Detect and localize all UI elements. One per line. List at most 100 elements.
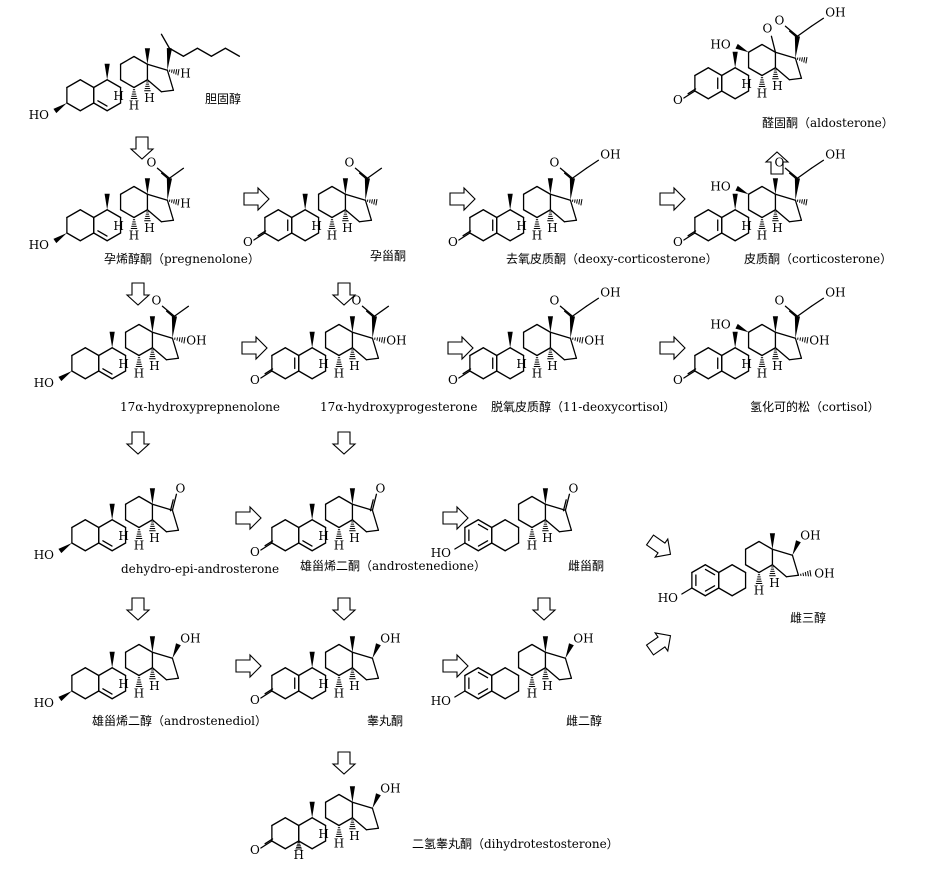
ring-a <box>694 209 723 242</box>
c21-hydroxyl: OH <box>825 5 845 19</box>
ring-b-bond <box>496 347 511 357</box>
c3-ketone-oxygen: O <box>673 235 683 249</box>
ring-d-bond <box>788 219 803 223</box>
ring-d-bond <box>371 337 380 359</box>
ring-b-double-bond-inner <box>97 230 108 237</box>
compound-label-deoxycorticosterone: 去氧皮质酮（deoxy-corticosterone） <box>506 252 718 266</box>
hash-stroke <box>373 199 376 205</box>
ring-c-bond <box>133 209 149 219</box>
c17-ketone-oxygen: O <box>569 481 579 495</box>
ring-d-bond <box>160 89 175 93</box>
reaction-arrow-right <box>659 335 686 361</box>
ring-a <box>71 347 100 380</box>
ring-b-double-bond <box>98 370 113 380</box>
ring-c-bond <box>744 540 760 550</box>
ring-b-bond <box>298 667 313 677</box>
ring-a-bond <box>482 347 498 357</box>
hash-stroke <box>799 199 801 203</box>
c3-hydroxyl: HO <box>431 694 451 708</box>
ring-b-bond <box>298 817 313 827</box>
c17-c20-bond <box>171 316 178 339</box>
ring-d <box>549 193 578 223</box>
ring-a <box>66 79 95 112</box>
ring-a-bond <box>271 542 286 552</box>
h17-label: H <box>180 196 190 210</box>
ring-a-bond <box>84 667 100 677</box>
h9-label: H <box>118 529 128 543</box>
ring-c-bond <box>324 667 340 677</box>
h14-label: H <box>542 531 552 545</box>
ring-d-bond <box>344 209 361 223</box>
side-chain-bond <box>224 47 241 57</box>
ring-c-bond <box>747 323 763 333</box>
h9-label: H <box>741 219 751 233</box>
ring-c <box>324 323 354 357</box>
ring-b-bond <box>509 232 525 242</box>
reaction-arrow-down <box>331 751 357 775</box>
c16-hydroxyl: OH <box>814 566 834 580</box>
ring-d-bond <box>785 574 800 578</box>
ring-c-bond <box>331 209 347 219</box>
ring-a-bond <box>464 542 479 552</box>
c18-methyl <box>149 316 156 333</box>
ring-d-bond <box>564 509 573 531</box>
h17-bond <box>168 199 180 206</box>
c11-hydroxyl: HO <box>710 179 730 193</box>
c3-ketone-oxygen: O <box>448 373 458 387</box>
ring-a-bond <box>71 519 86 529</box>
ring-d <box>351 801 380 831</box>
c20-c21-bond <box>571 305 588 317</box>
ring-c <box>747 323 777 357</box>
c3-ketone-oxygen: O <box>250 373 260 387</box>
ring-a-bond <box>284 542 300 552</box>
c3-hydroxyl: HO <box>431 546 451 560</box>
ring-a-bond <box>277 232 293 242</box>
ring-d-bond <box>146 63 169 71</box>
c3-ketone-bond-inner <box>264 688 274 695</box>
h14-label: H <box>542 679 552 693</box>
ring-d-bond <box>165 357 180 361</box>
ring-c <box>119 185 149 219</box>
c20-ketone-bond <box>784 305 799 317</box>
h8-label: H <box>527 687 537 701</box>
h8-label: H <box>334 837 344 851</box>
ring-d-bond <box>151 347 168 361</box>
ring-c-bond <box>317 185 333 195</box>
ring-d <box>344 193 373 223</box>
ring-c-bond <box>119 55 135 65</box>
ring-c-bond <box>338 643 354 653</box>
ring-b <box>98 667 127 700</box>
ring-a-bond <box>694 347 709 357</box>
ring-d-bond <box>371 807 380 829</box>
c21-hydroxyl: OH <box>825 147 845 161</box>
ring-b <box>718 564 747 597</box>
c3-ketone-oxygen: O <box>448 235 458 249</box>
h8-label: H <box>754 584 764 598</box>
ring-d <box>774 193 803 223</box>
c3-oh-bond <box>58 371 72 382</box>
ring-a-bond <box>84 690 100 700</box>
reaction-arrow-right <box>243 186 270 212</box>
ring-c-bond <box>133 185 149 195</box>
ring-b-bond <box>491 542 506 552</box>
h17-bond <box>796 57 808 64</box>
ring-c-bond <box>138 495 154 505</box>
ring-a-bond <box>464 519 479 529</box>
hash-stroke <box>375 199 378 206</box>
c19-methyl <box>309 801 315 818</box>
ring-d-bond <box>351 801 374 809</box>
ring-b-bond <box>93 79 108 89</box>
ring-d-bond <box>794 57 803 79</box>
c3-ketone-oxygen: O <box>250 693 260 707</box>
ring-d-bond <box>151 667 168 681</box>
ring-a-bond <box>284 690 300 700</box>
aldehyde-bond <box>770 35 777 53</box>
c17-c20-bond <box>166 48 173 71</box>
c20-ketone-oxygen: O <box>775 293 785 307</box>
ring-b-double-bond <box>98 542 113 552</box>
ring-c-bond <box>124 667 140 677</box>
compound-label-hydroxyprogesterone: 17α-hydroxyprogesterone <box>320 400 477 414</box>
